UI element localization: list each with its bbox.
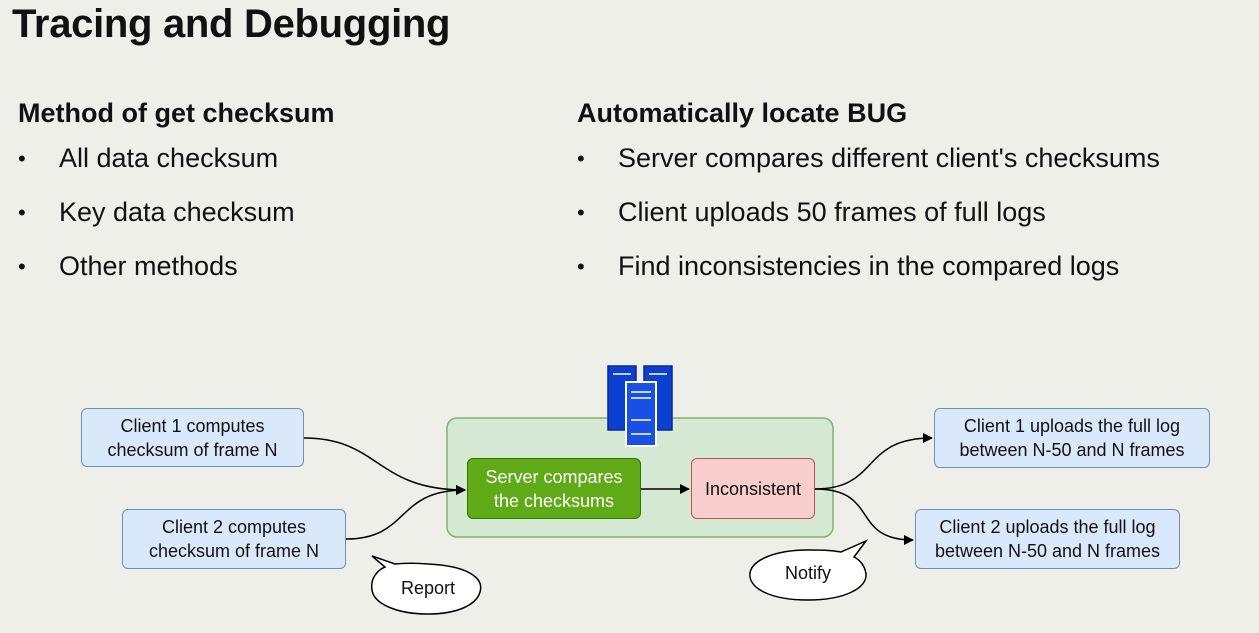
box-line: between N-50 and N frames <box>959 440 1185 460</box>
method-heading: Method of get checksum <box>18 98 335 128</box>
box-line: Client 1 uploads the full log <box>963 416 1181 436</box>
box-line: Client 1 computes <box>120 415 265 436</box>
bullet-icon: • <box>577 200 585 225</box>
client1-upload-box: Client 1 uploads the full log between N-5… <box>934 408 1210 468</box>
box-line: between N-50 and N frames <box>934 541 1161 561</box>
list-item: • Other methods <box>18 251 335 305</box>
list-item: • Find inconsistencies in the compared lo… <box>577 251 1160 305</box>
arrow-to-upload1 <box>814 433 933 490</box>
bullet-icon: • <box>577 146 585 171</box>
list-item-text: Find inconsistencies in the compared log… <box>618 251 1120 281</box>
server-rack-icon <box>607 365 673 447</box>
box-line: checksum of frame N <box>148 541 320 561</box>
list-item-text: Client uploads 50 frames of full logs <box>618 197 1046 227</box>
report-bubble <box>370 555 482 615</box>
bullet-icon: • <box>18 146 26 171</box>
bullet-icon: • <box>18 254 26 279</box>
locate-bug-heading: Automatically locate BUG <box>577 98 908 128</box>
slide-title: Tracing and Debugging <box>12 2 451 46</box>
client2-upload-box: Client 2 uploads the full log between N-5… <box>915 509 1180 569</box>
box-line: Client 2 uploads the full log <box>939 517 1156 537</box>
list-item-text: Server compares different client's check… <box>618 143 1160 173</box>
list-item-text: Key data checksum <box>59 197 295 227</box>
list-item-text: Other methods <box>59 251 238 281</box>
locate-bug-list: • Server compares different client's chec… <box>577 143 1160 305</box>
box-line: the checksums <box>493 490 615 511</box>
notify-bubble <box>749 539 869 601</box>
client2-compute-box: Client 2 computes checksum of frame N <box>122 509 346 569</box>
arrow-client2-to-server <box>345 485 466 540</box>
server-compares-box: Server compares the checksums <box>467 458 641 519</box>
report-label: Report <box>400 578 456 598</box>
bullet-icon: • <box>577 254 585 279</box>
arrow-to-upload2 <box>814 488 914 545</box>
list-item-text: All data checksum <box>59 143 279 173</box>
client1-compute-box: Client 1 computes checksum of frame N <box>81 408 304 467</box>
method-column: Method of get checksum • All data checksu… <box>18 98 335 305</box>
box-line: checksum of frame N <box>107 439 278 460</box>
list-item: • Server compares different client's chec… <box>577 143 1160 197</box>
bullet-icon: • <box>18 200 26 225</box>
locate-bug-column: Automatically locate BUG • Server compare… <box>577 98 1160 305</box>
box-line: Client 2 computes <box>161 517 307 537</box>
list-item: • Client uploads 50 frames of full logs <box>577 197 1160 251</box>
box-line: Server compares <box>485 466 623 487</box>
list-item: • All data checksum <box>18 143 335 197</box>
list-item: • Key data checksum <box>18 197 335 251</box>
arrow-client1-to-server <box>303 437 466 495</box>
inconsistent-box: Inconsistent <box>691 458 815 519</box>
method-list: • All data checksum • Key data checksum • O… <box>18 143 335 305</box>
notify-label: Notify <box>784 563 831 583</box>
